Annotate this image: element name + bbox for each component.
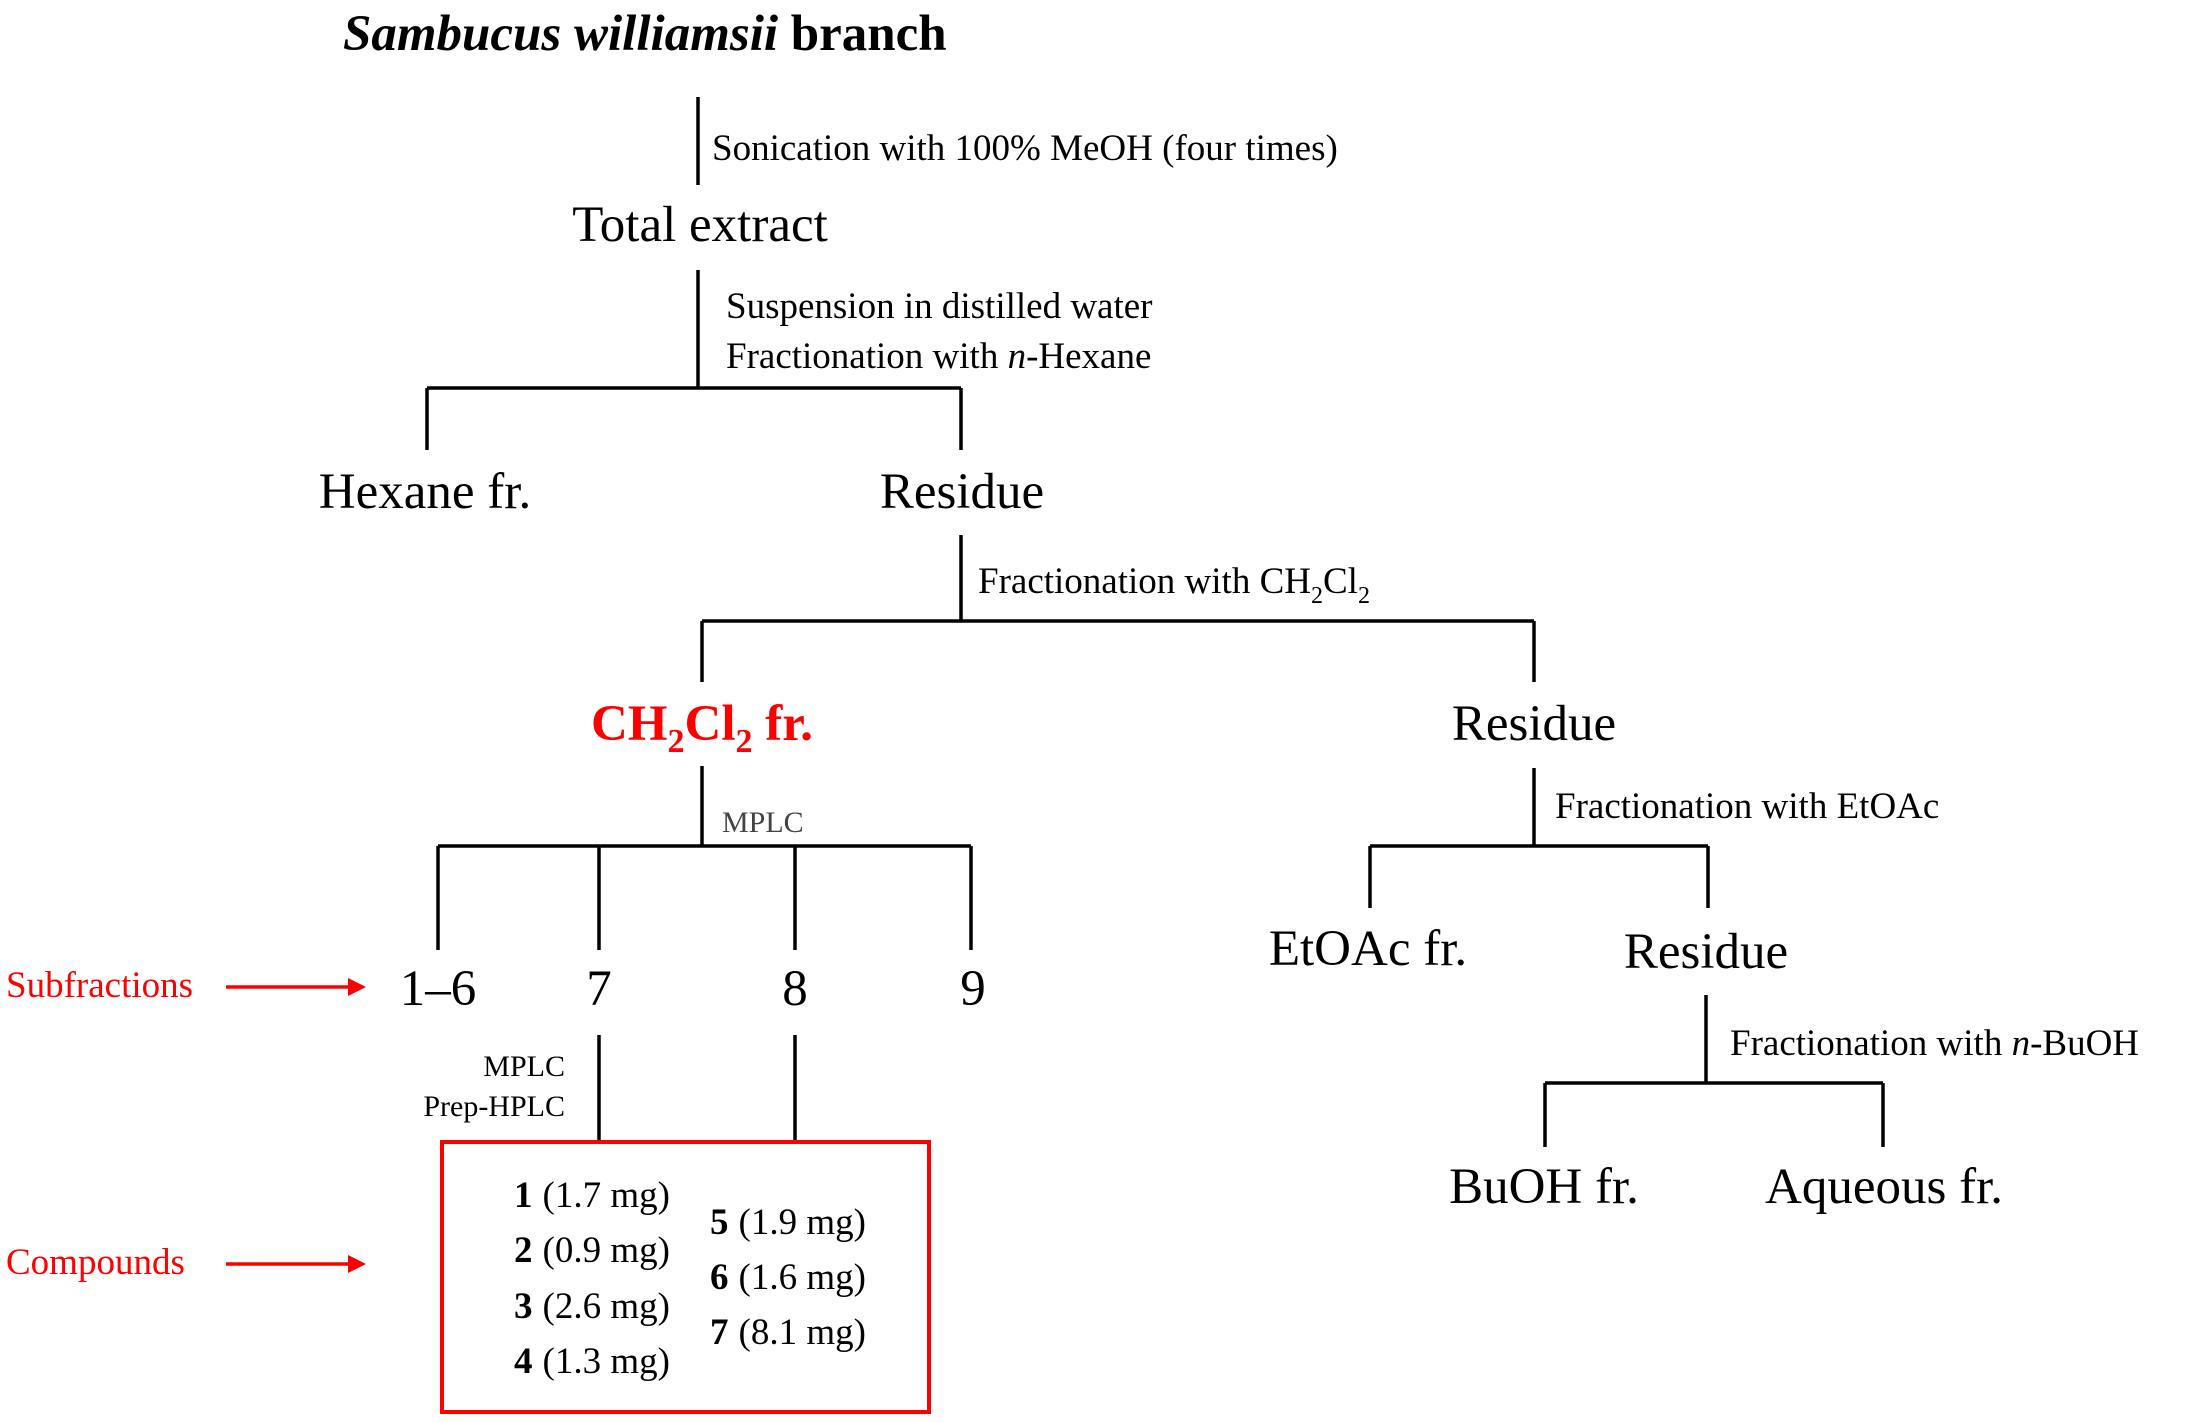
step-frac-hexane: Fractionation with n-Hexane [726, 336, 1151, 377]
step-frac-buoh: Fractionation with n-BuOH [1730, 1023, 2139, 1064]
compound-2: 2(0.9 mg) [514, 1230, 670, 1271]
label-subfractions: Subfractions [6, 965, 193, 1006]
node-buoh-fr: BuOH fr. [1449, 1159, 1639, 1215]
compound-6: 6(1.6 mg) [710, 1257, 866, 1298]
compound-4: 4(1.3 mg) [514, 1341, 670, 1382]
compound-1: 1(1.7 mg) [514, 1175, 670, 1216]
node-etoac-fr: EtOAc fr. [1269, 921, 1467, 977]
node-residue-1: Residue [880, 464, 1044, 520]
node-aqueous-fr: Aqueous fr. [1765, 1159, 2003, 1215]
step-sonication: Sonication with 100% MeOH (four times) [712, 128, 1338, 169]
subfraction-1-6: 1–6 [400, 961, 477, 1017]
subfraction-7: 7 [586, 961, 612, 1017]
step-frac-ch2cl2: Fractionation with CH2Cl2 [978, 561, 1370, 609]
node-residue-2: Residue [1452, 696, 1616, 752]
compounds-arrow-head [348, 1255, 366, 1273]
subfraction-8: 8 [782, 961, 808, 1017]
step-mplc-2: MPLC [483, 1050, 565, 1083]
step-prep-hplc: Prep-HPLC [423, 1090, 565, 1123]
node-total-extract: Total extract [572, 197, 828, 253]
title: Sambucus williamsii branch [343, 6, 947, 62]
compounds-box [440, 1140, 931, 1414]
compound-3: 3(2.6 mg) [514, 1286, 670, 1327]
step-frac-etoac: Fractionation with EtOAc [1555, 786, 1939, 827]
node-residue-3: Residue [1624, 924, 1788, 980]
subfraction-9: 9 [960, 961, 986, 1017]
compound-5: 5(1.9 mg) [710, 1202, 866, 1243]
step-suspension: Suspension in distilled water [726, 286, 1153, 327]
step-mplc: MPLC [722, 806, 804, 839]
compound-7: 7(8.1 mg) [710, 1312, 866, 1353]
node-ch2cl2-fr: CH2Cl2 fr. [591, 696, 813, 760]
subfractions-arrow-head [348, 978, 366, 996]
label-compounds: Compounds [6, 1242, 185, 1283]
node-hexane-fr: Hexane fr. [319, 464, 531, 520]
